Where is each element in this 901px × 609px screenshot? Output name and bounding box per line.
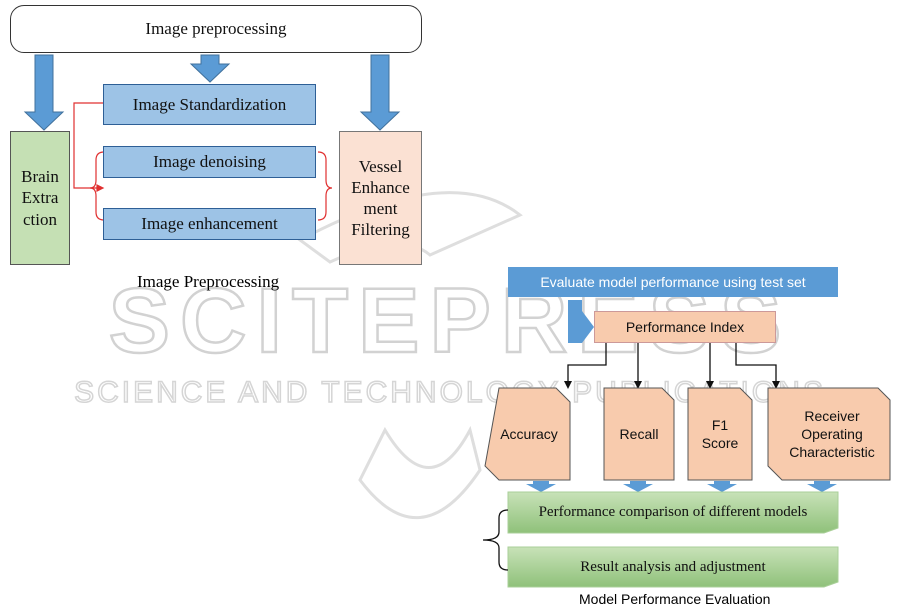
metric-down-arrow-3 xyxy=(707,481,737,492)
down-arrow-standardization xyxy=(189,54,231,83)
metric-down-arrow-4 xyxy=(807,481,837,492)
image-preprocessing-title: Image preprocessing xyxy=(145,19,287,38)
down-arrow-vessel xyxy=(359,54,401,131)
tree-line-accuracy xyxy=(567,343,607,385)
brain-extraction-box: Brain Extra ction xyxy=(10,131,70,265)
tree-arrow-accuracy xyxy=(564,381,572,389)
image-standardization-box: Image Standardization xyxy=(103,84,316,125)
tree-arrow-recall xyxy=(634,381,642,389)
left-curly-bracket xyxy=(89,151,105,221)
metric-shape-f1 xyxy=(687,387,753,481)
evaluation-caption: Model Performance Evaluation xyxy=(579,591,771,607)
vessel-filtering-box: Vessel Enhance ment Filtering xyxy=(339,131,422,265)
performance-index-box: Performance Index xyxy=(594,311,776,343)
metric-down-arrow-2 xyxy=(623,481,653,492)
tree-line-roc xyxy=(735,343,777,385)
down-arrow-brain xyxy=(23,54,65,131)
metric-recall: Recall xyxy=(619,425,659,442)
image-standardization-label: Image Standardization xyxy=(132,94,287,114)
image-enhancement-label: Image enhancement xyxy=(141,214,278,233)
red-connector-head xyxy=(96,184,105,192)
comparison-bar-shape xyxy=(507,491,839,534)
watermark-swoosh-bottom xyxy=(358,425,482,519)
result-analysis-label: Result analysis and adjustment xyxy=(580,558,766,575)
image-preprocessing-title-box: Image preprocessing xyxy=(10,5,422,53)
tree-arrow-roc xyxy=(772,381,780,389)
brain-extraction-label: Brain Extra ction xyxy=(21,167,59,229)
red-connector-line xyxy=(73,102,103,189)
evaluate-model-header-text: Evaluate model performance using test se… xyxy=(540,274,806,290)
tree-arrow-f1 xyxy=(706,381,714,389)
metric-shape-roc xyxy=(767,387,891,481)
right-curly-bracket xyxy=(317,151,333,221)
metric-down-arrow-1 xyxy=(526,481,556,492)
performance-comparison-label: Performance comparison of different mode… xyxy=(538,503,808,520)
image-enhancement-box: Image enhancement xyxy=(103,208,316,240)
metric-roc: Receiver Operating Characteristic xyxy=(789,407,875,461)
perf-index-pointer xyxy=(568,300,594,343)
metric-shape-recall xyxy=(603,387,675,481)
evaluate-model-header: Evaluate model performance using test se… xyxy=(508,267,838,297)
analysis-bar-shape xyxy=(507,546,839,588)
vessel-filtering-label: Vessel Enhance ment Filtering xyxy=(351,156,410,240)
image-denoising-box: Image denoising xyxy=(103,146,316,178)
metric-shape-accuracy xyxy=(484,387,571,481)
metric-f1-score: F1 Score xyxy=(701,416,739,451)
metric-accuracy: Accuracy xyxy=(500,425,558,442)
result-bracket xyxy=(482,509,509,571)
image-denoising-label: Image denoising xyxy=(153,152,266,171)
preprocessing-caption: Image Preprocessing xyxy=(137,272,280,291)
performance-index-label: Performance Index xyxy=(625,319,745,335)
